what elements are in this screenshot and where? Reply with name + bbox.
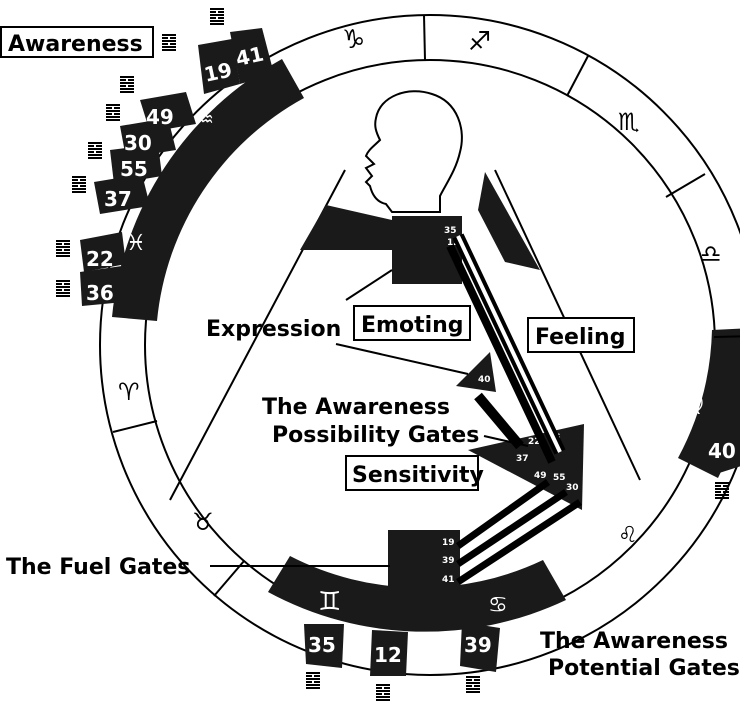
root-gate-39: 39 (442, 556, 455, 566)
sp-gate-30: 30 (566, 483, 579, 493)
gate-55: 55 (120, 157, 148, 181)
awareness-label: Awareness (8, 32, 143, 57)
head-silhouette (366, 91, 462, 212)
virgo-icon: ♍ (684, 391, 704, 416)
sp-gate-49: 49 (534, 471, 547, 481)
shoulder-left (300, 205, 392, 250)
expression-label: Expression (206, 317, 341, 342)
sp-gate-55: 55 (553, 473, 566, 483)
libra-icon: ♎ (700, 240, 722, 268)
pisces-icon: ♓ (126, 231, 146, 256)
capricorn-icon: ♑ (342, 25, 365, 55)
aquarius-icon: ♒ (196, 107, 214, 131)
gemini-icon: ♊ (318, 587, 341, 617)
channels (450, 236, 580, 582)
gate-30: 30 (124, 131, 152, 155)
sensitivity-label: Sensitivity (352, 463, 484, 488)
sagittarius-icon: ♐ (468, 27, 491, 57)
feeling-label: Feeling (535, 325, 625, 350)
root-gate-41: 41 (442, 575, 455, 585)
possibility-label-line1: The Awareness (262, 395, 450, 420)
gate-39: 39 (464, 633, 492, 657)
gate-22: 22 (86, 247, 114, 271)
leo-icon: ♌ (618, 523, 638, 548)
throat-gate-35: 35 (444, 226, 457, 236)
fuel-gates-label: The Fuel Gates (6, 555, 190, 580)
heart-gate-40: 40 (478, 375, 491, 385)
possibility-label-line2: Possibility Gates (272, 423, 479, 448)
gate-35: 35 (308, 633, 336, 657)
gate-12: 12 (374, 643, 402, 667)
gate-49: 49 (146, 105, 174, 129)
cancer-icon: ♋ (488, 593, 508, 618)
emoting-label: Emoting (361, 313, 464, 338)
taurus-icon: ♉ (192, 508, 214, 536)
scorpio-icon: ♏ (618, 108, 640, 136)
gate-37: 37 (104, 187, 132, 211)
aries-icon: ♈ (118, 378, 140, 406)
gate-36: 36 (86, 281, 114, 305)
potential-label-line1: The Awareness (540, 629, 728, 654)
sp-gate-37: 37 (516, 454, 529, 464)
root-gate-19: 19 (442, 538, 455, 548)
potential-label-line2: Potential Gates (548, 656, 740, 681)
shoulder-right (478, 172, 540, 270)
gate-40: 40 (708, 439, 736, 463)
